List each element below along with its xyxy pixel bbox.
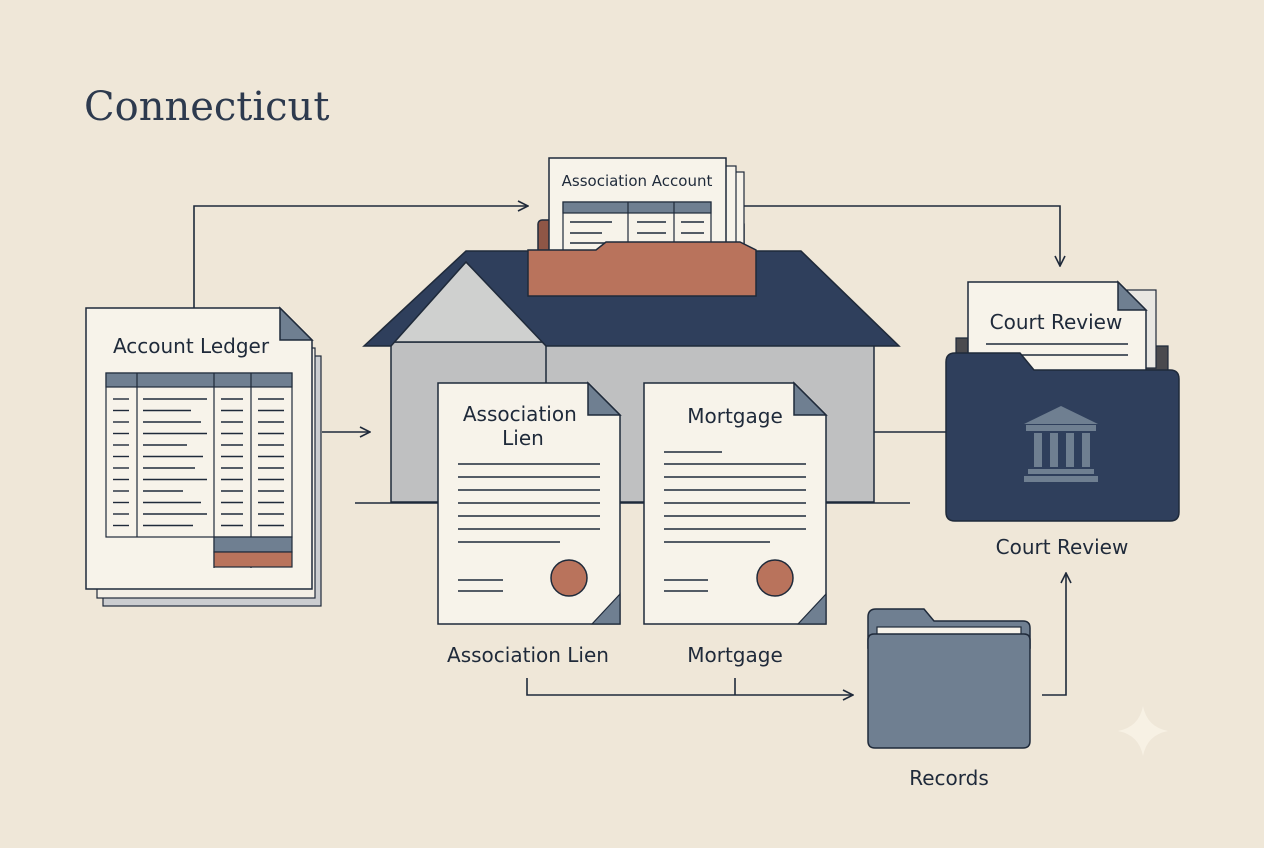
court-review-doc-title: Court Review [990,310,1123,334]
mortgage-doc-title: Mortgage [687,404,783,428]
mortgage-caption: Mortgage [687,643,783,667]
sparkle-icon [1118,706,1168,756]
lien-seal [550,559,588,597]
ledger-rows [113,398,284,527]
ledger-to-account-arrow [193,206,528,308]
page-title: Connecticut [84,84,329,130]
mortgage-node: Mortgage [643,381,828,625]
association-account-node: Association Account [527,157,757,297]
docs-to-records-arrow [526,678,853,695]
account-ledger-label: Account Ledger [113,334,270,358]
mortgage-seal [756,559,794,597]
court-review-node: Court Review [945,280,1180,522]
association-lien-caption: Association Lien [447,643,609,667]
account-to-court-arrow [740,205,1060,266]
association-account-label: Association Account [562,172,713,190]
records-caption: Records [909,766,989,790]
association-lien-node: Association Lien [437,381,622,625]
records-node [867,608,1031,749]
records-to-court-arrow [1042,573,1066,696]
court-review-caption: Court Review [996,535,1129,559]
association-lien-doc-title: Association Lien [463,402,583,450]
courthouse-icon [1024,406,1098,482]
account-ledger-node: Account Ledger [85,306,322,607]
